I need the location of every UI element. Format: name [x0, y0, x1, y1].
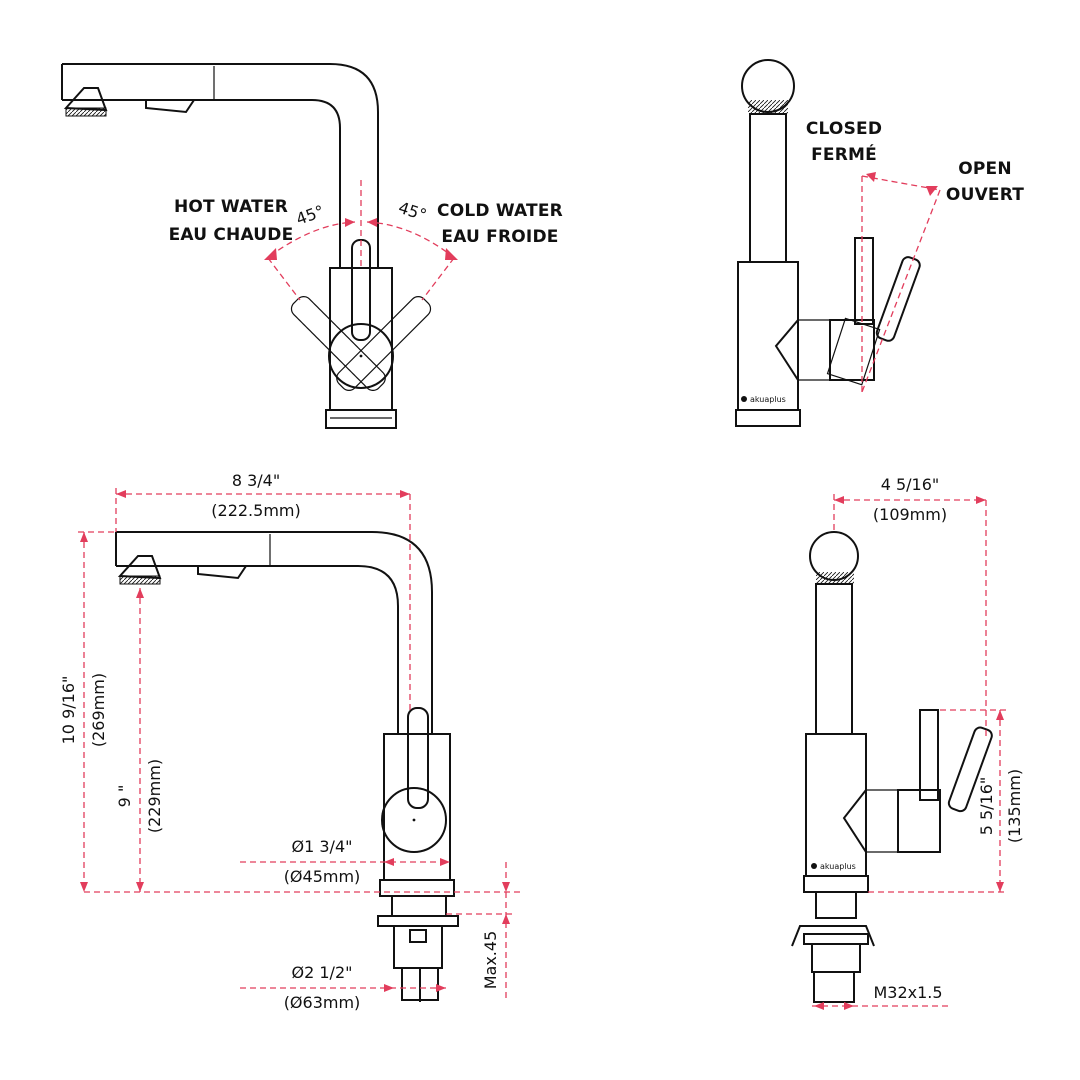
hot-water-label-fr: EAU CHAUDE [169, 225, 294, 245]
body-diameter-mm: (Ø45mm) [284, 867, 361, 886]
front-view-rotation: HOT WATER EAU CHAUDE COLD WATER EAU FROI… [61, 63, 563, 429]
base-diameter-inches: Ø2 1/2" [292, 963, 353, 982]
base-diameter-mm: (Ø63mm) [284, 993, 361, 1012]
cold-water-label: COLD WATER [437, 201, 563, 221]
lever-height-inches: 5 5/16" [977, 777, 996, 836]
open-label-fr: OUVERT [946, 185, 1024, 205]
open-label: OPEN [958, 159, 1012, 179]
reach-inches: 8 3/4" [232, 471, 280, 490]
closed-label: CLOSED [806, 119, 882, 139]
cold-angle-arc [366, 221, 453, 257]
body-diameter-inches: Ø1 3/4" [292, 837, 353, 856]
closed-label-fr: FERMÉ [811, 143, 877, 165]
depth-mm: (109mm) [873, 505, 947, 524]
cold-angle-value: 45° [396, 198, 429, 225]
side-view-rotation: akuaplus CLOSED FERMÉ OPEN OUVERT [735, 59, 1024, 427]
height-mm: (269mm) [89, 673, 108, 747]
spout-height-inches: 9 " [115, 785, 134, 808]
hot-water-label: HOT WATER [174, 197, 288, 217]
side-view-dimensions: akuaplus 4 5/16" (109mm) 5 5/16" (135mm)… [791, 475, 1024, 1010]
depth-inches: 4 5/16" [881, 475, 940, 494]
hot-angle-value: 45° [294, 201, 327, 229]
thread-size: M32x1.5 [873, 983, 942, 1002]
front-view-dimensions: 8 3/4" (222.5mm) 10 9/16" (269mm) 9 " (2… [59, 471, 520, 1012]
reach-mm: (222.5mm) [211, 501, 300, 520]
brand-logo-2: akuaplus [820, 862, 856, 871]
spout-height-mm: (229mm) [145, 759, 164, 833]
lever-height-mm: (135mm) [1005, 769, 1024, 843]
cold-water-label-fr: EAU FROIDE [441, 227, 558, 247]
brand-logo: akuaplus [750, 395, 786, 404]
height-inches: 10 9/16" [59, 676, 78, 745]
max-thickness: Max.45 [481, 931, 500, 990]
